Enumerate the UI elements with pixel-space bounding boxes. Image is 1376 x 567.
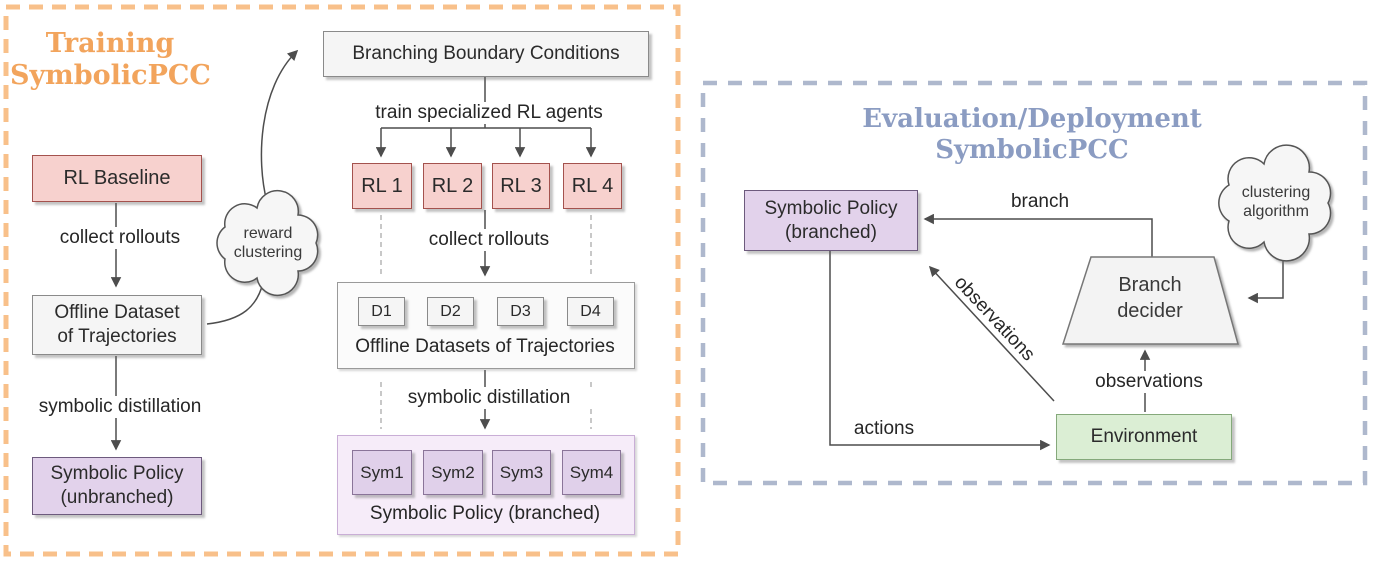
branch-decider-line1: Branch <box>1118 274 1182 296</box>
training-title-line1: Training <box>45 28 175 59</box>
rl-baseline-label: RL Baseline <box>63 167 171 189</box>
eval-symbolic-policy-line2: (branched) <box>785 221 877 243</box>
rl-agent-label: RL 3 <box>500 174 542 197</box>
training-title-line2: SymbolicPCC <box>10 60 211 91</box>
eval-symbolic-policy-line1: Symbolic Policy <box>764 197 898 219</box>
arrow-actions <box>829 249 1051 451</box>
rl-agent-label: RL 4 <box>571 174 614 197</box>
symbolic-policy-line1: Symbolic Policy <box>50 463 184 484</box>
arrow-cloud-to-branching <box>260 49 299 203</box>
dataset-label: D1 <box>371 302 392 320</box>
sym-policy-label: Sym2 <box>431 462 475 482</box>
evaluation-panel-border <box>700 80 1368 486</box>
collect-rollouts-label-1: collect rollouts <box>32 227 208 249</box>
sym-policy-box-3: Sym3 <box>492 450 551 495</box>
train-specialized-agents-label: train specialized RL agents <box>360 102 618 124</box>
branch-decider-label: Branch decider <box>1080 272 1220 324</box>
rl-baseline-box: RL Baseline <box>32 155 202 202</box>
evaluation-title-line1: Evaluation/Deployment <box>862 104 1202 134</box>
observations-vertical-label: observations <box>1085 371 1213 393</box>
arrow-cloud-to-decider <box>1247 246 1284 304</box>
symbolic-policy-branched-container-label: Symbolic Policy (branched) <box>369 503 601 524</box>
evaluation-panel-title: Evaluation/Deployment SymbolicPCC <box>832 104 1232 166</box>
cloud-tail-curve <box>206 282 264 325</box>
reward-clustering-cloud-label: reward clustering <box>213 224 323 262</box>
evaluation-title-line2: SymbolicPCC <box>935 135 1129 165</box>
reward-cloud-line2: clustering <box>233 244 303 261</box>
branch-decider-line2: decider <box>1117 300 1183 322</box>
sym-policy-box-4: Sym4 <box>562 450 621 495</box>
clustering-algorithm-cloud <box>1218 144 1332 262</box>
training-panel-border <box>3 4 681 557</box>
rl-agent-label: RL 2 <box>431 174 474 197</box>
rl-agent-box-4: RL 4 <box>563 163 622 209</box>
clustering-cloud-line2: algorithm <box>1243 203 1309 220</box>
branching-boundary-conditions-box: Branching Boundary Conditions <box>323 31 649 77</box>
reward-cloud-line1: reward <box>243 225 293 242</box>
offline-dataset-line1: Offline Dataset <box>54 302 180 323</box>
dataset-label: D2 <box>440 302 461 320</box>
sym-policy-label: Sym4 <box>569 462 614 482</box>
reward-clustering-cloud <box>216 189 319 297</box>
arrow-branch <box>923 213 1153 257</box>
environment-label: Environment <box>1090 426 1198 447</box>
actions-label: actions <box>853 418 915 439</box>
rl-agent-box-2: RL 2 <box>423 163 482 209</box>
dataset-label: D4 <box>580 302 601 320</box>
symbolic-policy-line2: (unbranched) <box>60 487 174 508</box>
rl-agent-box-1: RL 1 <box>352 163 412 209</box>
sym-policy-label: Sym1 <box>360 462 404 482</box>
branching-conditions-label: Branching Boundary Conditions <box>352 43 620 64</box>
rl-agent-label: RL 1 <box>361 174 403 197</box>
arrow-env-to-policy-diagonal <box>928 265 1055 402</box>
dataset-box-2: D2 <box>427 297 474 326</box>
branch-decider-trapezoid <box>1061 256 1239 345</box>
training-panel-title: Training SymbolicPCC <box>10 28 211 92</box>
symbolic-policy-unbranched-box: Symbolic Policy (unbranched) <box>32 457 202 515</box>
symbolic-distillation-label-1: symbolic distillation <box>16 396 224 418</box>
branch-arrow-label: branch <box>1010 191 1070 212</box>
environment-box: Environment <box>1056 414 1232 460</box>
offline-dataset-line2: of Trajectories <box>57 326 177 347</box>
offline-dataset-box: Offline Dataset of Trajectories <box>32 295 202 355</box>
symbolic-policy-branched-box: Symbolic Policy (branched) <box>744 190 918 251</box>
offline-datasets-label: Offline Datasets of Trajectories <box>355 336 615 357</box>
collect-rollouts-label-2: collect rollouts <box>400 229 578 251</box>
dataset-label: D3 <box>510 302 531 320</box>
rl-agent-box-3: RL 3 <box>492 163 550 209</box>
sym-policy-box-2: Sym2 <box>423 450 483 495</box>
sym-policy-box-1: Sym1 <box>352 450 412 495</box>
symbolic-distillation-label-2: symbolic distillation <box>385 387 593 409</box>
clustering-algorithm-cloud-label: clustering algorithm <box>1216 183 1336 221</box>
sym-policy-label: Sym3 <box>499 462 544 482</box>
dataset-box-1: D1 <box>358 297 405 326</box>
dataset-box-4: D4 <box>567 297 614 326</box>
clustering-cloud-line1: clustering <box>1241 184 1311 201</box>
dataset-box-3: D3 <box>497 297 544 326</box>
